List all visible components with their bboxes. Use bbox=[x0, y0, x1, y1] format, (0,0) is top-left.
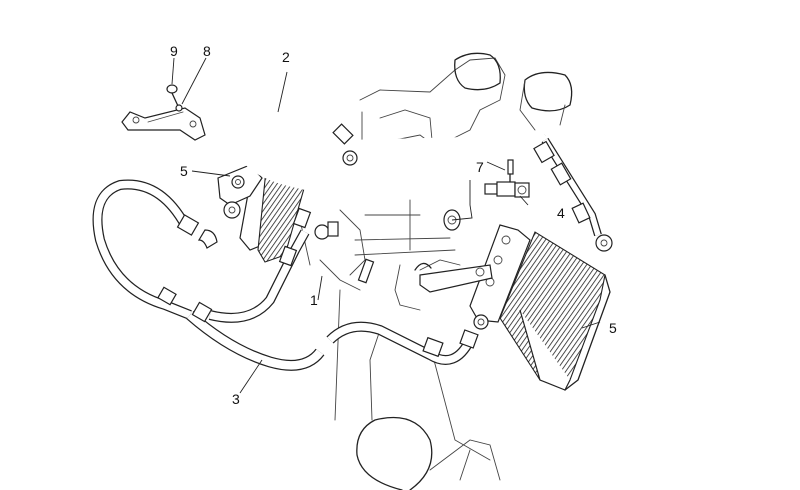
hose-lower-right[interactable] bbox=[326, 314, 489, 365]
hose-middle[interactable] bbox=[208, 207, 339, 323]
callout-4: 4 bbox=[557, 205, 565, 221]
callout-3: 3 bbox=[232, 391, 240, 407]
hose-left-loop[interactable] bbox=[92, 179, 241, 320]
callout-labels: 1 2 3 4 5 5 7 8 9 bbox=[170, 43, 617, 407]
mounting-bracket[interactable] bbox=[121, 107, 206, 141]
sensor-7[interactable] bbox=[507, 159, 514, 183]
callout-5-right: 5 bbox=[609, 320, 617, 336]
fitting-4[interactable] bbox=[484, 181, 530, 198]
hose-2[interactable] bbox=[230, 102, 547, 197]
oil-cooler-right[interactable] bbox=[414, 224, 611, 391]
callout-1: 1 bbox=[310, 292, 318, 308]
hose-3[interactable] bbox=[157, 286, 325, 371]
callout-2: 2 bbox=[282, 49, 290, 65]
bolt-9[interactable] bbox=[166, 84, 179, 107]
callout-5-left: 5 bbox=[180, 163, 188, 179]
washer-8[interactable] bbox=[175, 104, 183, 112]
callout-9: 9 bbox=[170, 43, 178, 59]
engine-block bbox=[299, 52, 573, 490]
leader-lines bbox=[171, 57, 601, 394]
hose-right-upper[interactable] bbox=[533, 137, 613, 252]
callout-8: 8 bbox=[203, 43, 211, 59]
callout-7: 7 bbox=[476, 159, 484, 175]
